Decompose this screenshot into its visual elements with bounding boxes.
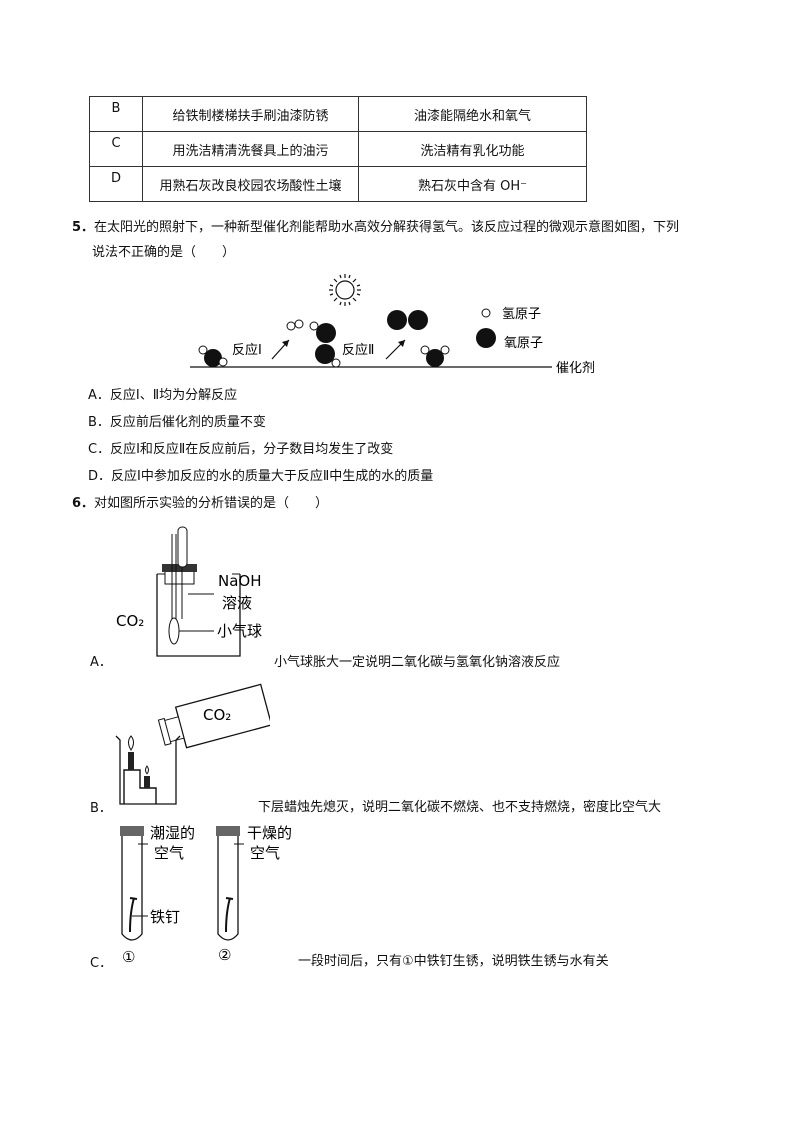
q6-b-text: 下层蜡烛先熄灭，说明二氧化碳不燃烧、也不支持燃烧，密度比空气大	[258, 800, 662, 815]
row-reason: 洗洁精有乳化功能	[358, 131, 587, 167]
sun-icon	[329, 274, 361, 306]
q6-a-text: 小气球胀大一定说明二氧化碳与氢氧化钠溶液反应	[274, 655, 561, 670]
row-action: 给铁制楼梯扶手刷油漆防锈	[142, 96, 359, 132]
smoke-icon	[145, 765, 149, 775]
fig-c-nail: 铁钉	[150, 908, 180, 926]
fig-b-co2: CO₂	[203, 706, 231, 724]
tube1-stopper	[120, 826, 144, 836]
table-row: D 用熟石灰改良校园农场酸性土壤 熟石灰中含有 OH⁻	[89, 166, 587, 202]
fig-a-solution: 溶液	[222, 594, 252, 612]
upper-candle	[128, 752, 134, 770]
q6-c-text: 一段时间后，只有①中铁钉生锈，说明铁生锈与水有关	[298, 954, 609, 969]
q6-number: 6．	[72, 496, 95, 511]
hydrogen-molecule	[286, 319, 304, 331]
arrow-head	[398, 340, 405, 347]
oxygen-molecule	[387, 310, 428, 330]
q5-option-c: C．反应Ⅰ和反应Ⅱ在反应前后，分子数目均发生了改变	[88, 442, 394, 457]
q6-figure-b: CO₂	[115, 683, 270, 805]
tube2-stopper	[216, 826, 240, 836]
q5-stem-text: 在太阳光的照射下，一种新型催化剂能帮助水高效分解获得氢气。该反应过程的微观示意图…	[94, 220, 680, 235]
row-letter: D	[89, 166, 143, 202]
row-letter: B	[89, 96, 143, 132]
q5-diagram: 催化剂 反应Ⅰ 反应Ⅱ 氢原子 氧原子	[190, 274, 595, 376]
reaction2-label: 反应Ⅱ	[342, 342, 374, 358]
row-action: 用熟石灰改良校园农场酸性土壤	[142, 166, 359, 202]
fig-c-tube2: ②	[218, 946, 231, 964]
flame-icon	[128, 735, 134, 751]
fig-c-tube1: ①	[122, 948, 135, 966]
oxygen-legend-icon	[476, 328, 496, 348]
catalyst-label: 催化剂	[556, 361, 595, 376]
fig-c-wet1: 潮湿的	[150, 824, 195, 842]
q6-a-label: A．	[90, 655, 112, 670]
arrow-head	[282, 340, 289, 347]
q6-figure-c: 潮湿的 空气 铁钉 ① 干燥的 空气 ②	[120, 824, 292, 966]
fig-c-dry1: 干燥的	[247, 824, 292, 842]
reaction1-label: 反应Ⅰ	[232, 342, 262, 358]
row-reason: 熟石灰中含有 OH⁻	[358, 166, 587, 202]
q5-option-b: B．反应前后催化剂的质量不变	[88, 415, 266, 430]
fig-c-wet2: 空气	[154, 844, 184, 862]
fig-a-co2: CO₂	[116, 612, 144, 630]
h2o2-molecule	[309, 321, 341, 368]
q5-stem-line1: 5．在太阳光的照射下，一种新型催化剂能帮助水高效分解获得氢气。该反应过程的微观示…	[72, 218, 679, 238]
q5-option-d: D．反应Ⅰ中参加反应的水的质量大于反应Ⅱ中生成的水的质量	[88, 469, 434, 484]
q6-c-label: C．	[90, 956, 113, 971]
q6-stem-text: 对如图所示实验的分析错误的是（ ）	[94, 496, 329, 511]
row-reason: 油漆能隔绝水和氧气	[358, 96, 587, 132]
water-molecule	[420, 345, 450, 367]
water-molecule	[198, 345, 228, 367]
row-letter: C	[89, 131, 143, 167]
legend-hydrogen: 氢原子	[502, 307, 541, 322]
lower-candle	[144, 776, 150, 788]
q6-figure-a: NaOH 溶液 CO₂ 小气球	[116, 526, 262, 657]
hydrogen-legend-icon	[481, 308, 491, 318]
fig-c-dry2: 空气	[250, 844, 280, 862]
q5-option-a: A．反应Ⅰ、Ⅱ均为分解反应	[88, 388, 238, 403]
table-row: B 给铁制楼梯扶手刷油漆防锈 油漆能隔绝水和氧气	[89, 96, 587, 132]
fig-a-naoh: NaOH	[218, 572, 262, 590]
q6-stem: 6．对如图所示实验的分析错误的是（ ）	[72, 494, 328, 514]
q5-number: 5．	[72, 220, 95, 235]
options-table: B 给铁制楼梯扶手刷油漆防锈 油漆能隔绝水和氧气 C 用洗洁精清洗餐具上的油污 …	[89, 96, 587, 202]
row-action: 用洗洁精清洗餐具上的油污	[142, 131, 359, 167]
q5-stem-line2: 说法不正确的是（ ）	[92, 245, 236, 260]
table-row: C 用洗洁精清洗餐具上的油污 洗洁精有乳化功能	[89, 131, 587, 167]
legend-oxygen: 氧原子	[504, 336, 543, 351]
fig-a-balloon: 小气球	[217, 622, 262, 640]
q6-b-label: B．	[90, 801, 112, 816]
